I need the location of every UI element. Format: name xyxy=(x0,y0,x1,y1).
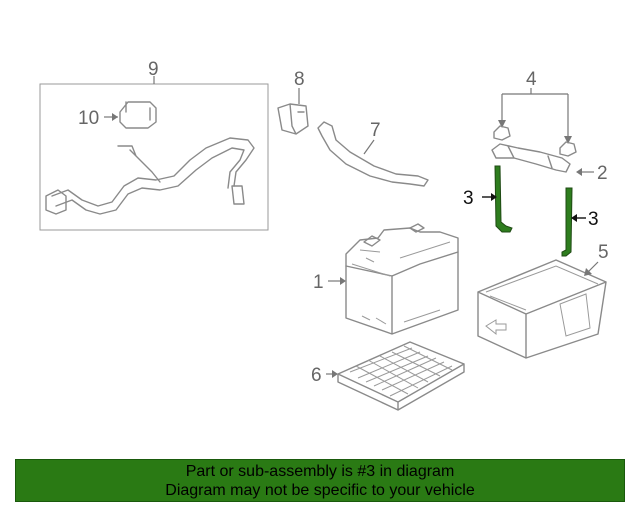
callout-3a-arrow xyxy=(491,193,497,201)
nut-left xyxy=(493,125,511,141)
connector-part xyxy=(119,101,157,129)
ground-cable-group: 7 xyxy=(317,120,429,187)
cable-branch xyxy=(117,145,161,183)
battery-group: 1 xyxy=(313,223,459,335)
callout-8: 8 xyxy=(294,69,305,90)
callout-1-arrow xyxy=(340,277,346,285)
hold-down-rods-group: 3 3 xyxy=(463,165,599,257)
callout-5: 5 xyxy=(598,242,609,263)
callout-5-arrow xyxy=(584,268,592,276)
terminal-block-part xyxy=(277,103,309,135)
terminal-block-group: 8 xyxy=(277,69,309,135)
callout-4-leader xyxy=(501,88,569,140)
battery-box-inner xyxy=(485,265,599,337)
callout-7-leader xyxy=(363,139,375,155)
ground-cable-part xyxy=(317,121,429,187)
base-tray-outline xyxy=(337,341,465,411)
nut-right xyxy=(559,141,577,157)
cable-harness-inner xyxy=(55,147,245,215)
callout-2: 2 xyxy=(597,163,608,184)
callout-9: 9 xyxy=(148,59,159,80)
hold-down-bracket-group: 2 xyxy=(491,143,608,184)
callout-4: 4 xyxy=(526,69,537,90)
callout-3b-arrow xyxy=(571,214,577,222)
cable-assembly-group: 9 10 xyxy=(39,59,269,231)
battery-box-part xyxy=(477,259,607,359)
cable-harness xyxy=(51,137,255,207)
info-banner: Part or sub-assembly is #3 in diagram Di… xyxy=(15,459,625,502)
battery-top xyxy=(345,227,459,277)
hold-down-bracket-part xyxy=(491,143,571,173)
battery-box-arrow-mark xyxy=(485,319,507,336)
callout-10-arrow xyxy=(112,113,118,121)
battery-detail xyxy=(351,241,451,325)
battery-terminal-left xyxy=(363,235,381,247)
callout-6-arrow xyxy=(332,370,338,378)
callout-4-arrow-left xyxy=(498,120,506,128)
base-tray-grid xyxy=(349,345,453,397)
callout-3a: 3 xyxy=(463,188,474,209)
callout-4-arrow-right xyxy=(564,136,572,144)
nuts-group: 4 xyxy=(493,69,577,157)
banner-line-1: Part or sub-assembly is #3 in diagram xyxy=(185,463,455,480)
callout-10: 10 xyxy=(78,108,99,129)
hold-down-rod-right xyxy=(561,187,573,257)
callout-2-arrow xyxy=(576,168,582,176)
base-tray-group: 6 xyxy=(311,341,465,411)
battery-box-group: 5 xyxy=(477,242,609,359)
banner-line-2: Diagram may not be specific to your vehi… xyxy=(165,482,475,499)
callout-1: 1 xyxy=(313,272,324,293)
battery-terminal-right xyxy=(409,223,425,233)
callout-3b: 3 xyxy=(588,209,599,230)
callout-6: 6 xyxy=(311,365,322,386)
battery-body xyxy=(345,251,459,335)
callout-7: 7 xyxy=(370,120,381,141)
cable-terminal-end xyxy=(45,189,67,215)
cable-clip xyxy=(231,185,245,205)
hold-down-rod-left xyxy=(494,165,513,233)
